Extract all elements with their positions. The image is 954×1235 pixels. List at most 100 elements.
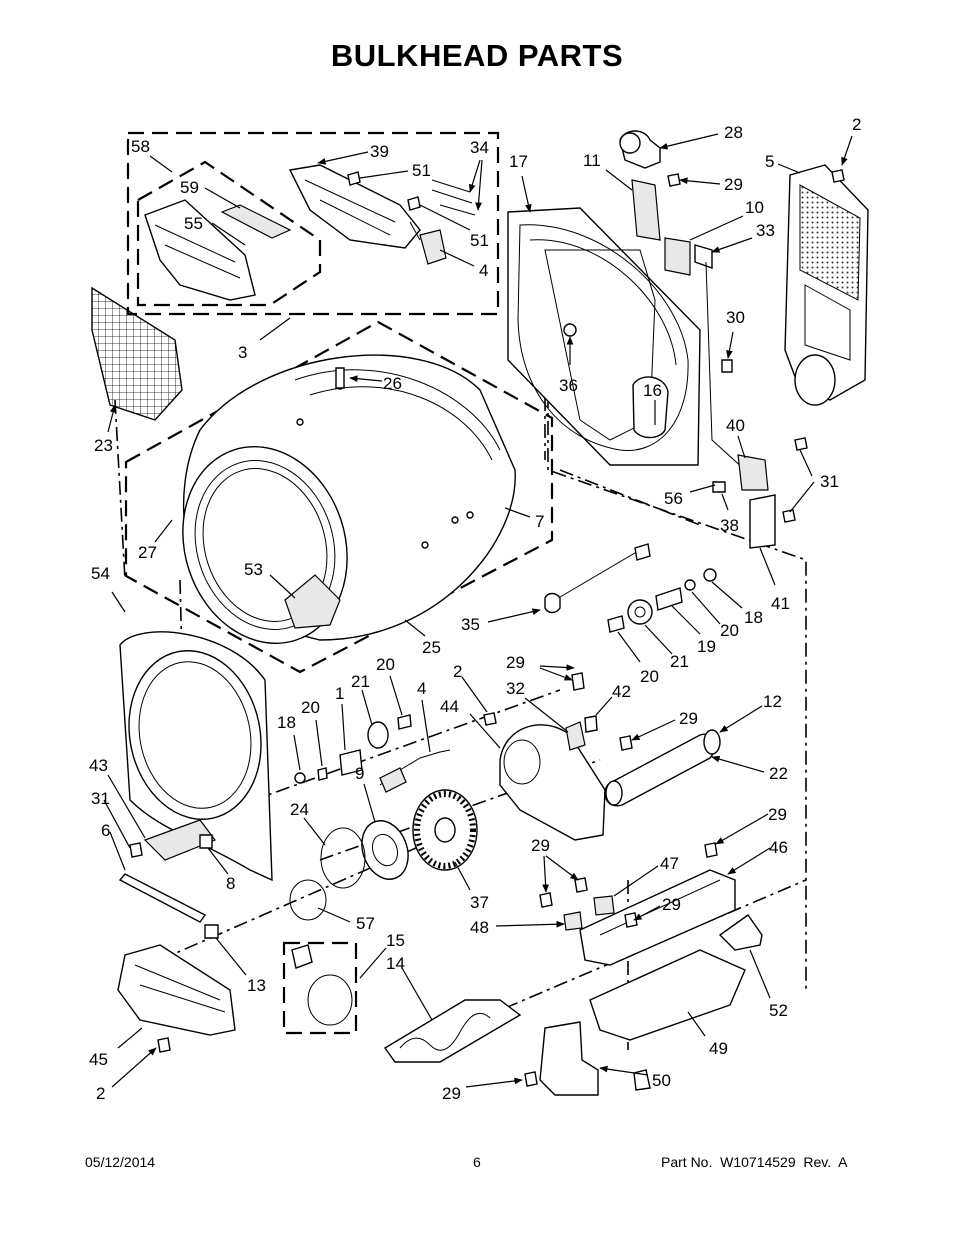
clip [721, 359, 733, 373]
callout-40: 40 [726, 416, 745, 435]
lint-screen [91, 286, 183, 421]
callout-8: 8 [226, 874, 235, 893]
callout-2: 2 [96, 1084, 105, 1103]
control-panel-bracket-right [288, 164, 421, 249]
callout-29: 29 [442, 1084, 461, 1103]
sensor-connector [694, 244, 713, 269]
igniter [291, 944, 313, 969]
housing-clip [584, 715, 598, 733]
callout-12: 12 [763, 692, 782, 711]
thermistor-plug [544, 592, 561, 614]
rear-drum-washer [703, 568, 717, 582]
callout-53: 53 [244, 560, 263, 579]
outlet-bracket [631, 179, 661, 241]
callout-16: 16 [643, 381, 662, 400]
callout-28: 28 [724, 123, 743, 142]
callout-50: 50 [652, 1071, 671, 1090]
blower-housing [499, 724, 606, 841]
panel-label-strip [220, 204, 292, 239]
callout-51: 51 [412, 161, 431, 180]
drum-group-dashed-box [124, 320, 554, 674]
callout-2: 2 [852, 115, 861, 134]
thermal-fuse [632, 376, 669, 439]
callout-17: 17 [509, 152, 528, 171]
callout-31: 31 [91, 789, 110, 808]
callout-39: 39 [370, 142, 389, 161]
callout-52: 52 [769, 1001, 788, 1020]
callout-36: 36 [559, 376, 578, 395]
control-panel-bracket-left [144, 199, 256, 301]
callout-13: 13 [247, 976, 266, 995]
callout-29: 29 [662, 895, 681, 914]
callout-55: 55 [184, 214, 203, 233]
heating-element [383, 999, 522, 1063]
upper-panel-kit-dashed-box [126, 131, 500, 316]
callout-58: 58 [131, 137, 150, 156]
screws [129, 169, 845, 1091]
callout-9: 9 [355, 764, 364, 783]
drive-belt-ring [320, 827, 366, 889]
callout-32: 32 [506, 679, 525, 698]
drum [182, 354, 516, 644]
callout-45: 45 [89, 1050, 108, 1069]
heater-kit-dashed-box [282, 941, 358, 1035]
rear-drum-clip [607, 615, 625, 633]
inner-kit-dashed-box [136, 160, 322, 307]
callout-48: 48 [470, 918, 489, 937]
inlet-valve [737, 454, 769, 491]
heater-housing-top [579, 869, 736, 966]
callout-4: 4 [417, 679, 426, 698]
lint-duct [117, 944, 236, 1036]
callout-4: 4 [479, 261, 488, 280]
motor-shaft-parts [294, 714, 451, 793]
callout-18: 18 [277, 713, 296, 732]
callout-20: 20 [720, 621, 739, 640]
callout-22: 22 [769, 764, 788, 783]
callout-23: 23 [94, 436, 113, 455]
callout-29: 29 [768, 805, 787, 824]
page-title: BULKHEAD PARTS [330, 38, 624, 73]
foot-bar [118, 873, 207, 923]
gas-valve-coil-ring [307, 974, 353, 1026]
callout-19: 19 [697, 637, 716, 656]
callout-38: 38 [720, 516, 739, 535]
wire-harness-top [431, 179, 476, 216]
callout-7: 7 [535, 512, 544, 531]
hi-limit-thermostat [593, 895, 615, 916]
callout-5: 5 [765, 152, 774, 171]
callout-51: 51 [470, 231, 489, 250]
drum-support-bearing [627, 599, 653, 625]
duct-seal [703, 729, 721, 755]
callout-11: 11 [583, 151, 601, 170]
callout-43: 43 [89, 756, 108, 775]
blower-wheel [412, 789, 478, 871]
lamp-socket [419, 229, 447, 265]
callout-44: 44 [440, 697, 459, 716]
wire-to-valve [705, 261, 746, 471]
callout-46: 46 [769, 838, 788, 857]
callout-3: 3 [238, 343, 247, 362]
callout-30: 30 [726, 308, 745, 327]
drum-screw [335, 367, 345, 389]
callout-47: 47 [660, 854, 679, 873]
footer-part-number: Part No. W10714529 Rev. A [661, 1154, 848, 1170]
front-bulkhead [119, 631, 273, 882]
callout-29: 29 [679, 709, 698, 728]
heater-support-bracket [539, 1021, 599, 1096]
housing-bracket [565, 721, 586, 751]
callout-33: 33 [756, 221, 775, 240]
idler-pulley-shield [361, 820, 409, 880]
drum-shaft [655, 587, 683, 611]
lint-duct-seal-bracket [143, 819, 216, 861]
small-clip [204, 924, 219, 939]
footer-date: 05/12/2014 [85, 1154, 156, 1170]
callout-10: 10 [745, 198, 764, 217]
callout-34: 34 [470, 138, 489, 157]
outlet-thermistor [664, 237, 691, 276]
callout-6: 6 [101, 821, 110, 840]
callout-labels: 58 5 9 55 39 34 51 51 4 3 23 2 6 27 7 53 2… [89, 115, 861, 1103]
callout-27: 27 [138, 543, 157, 562]
drum-glide [199, 834, 213, 849]
callout-2: 2 [453, 662, 462, 681]
